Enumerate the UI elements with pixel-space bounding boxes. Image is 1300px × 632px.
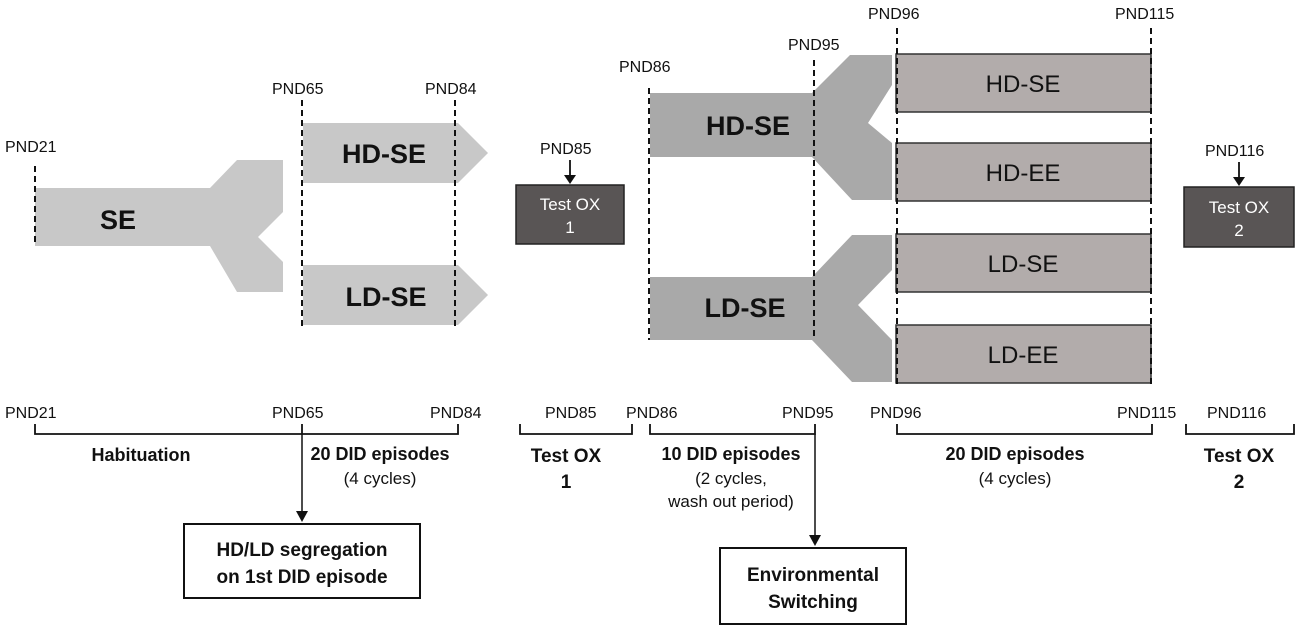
switching-line1: Environmental [747,565,879,586]
test-ox2-line1: Test OX [1209,198,1269,217]
bottom-label-pnd115: PND115 [1117,405,1176,422]
segregation-box [183,523,421,599]
arrowhead-pnd116 [1233,177,1245,186]
habituation-label: Habituation [92,445,191,465]
bottom-label-pnd85: PND85 [545,405,597,422]
bracket-test-ox1 [519,424,633,435]
top-label-pnd85: PND85 [540,141,592,158]
hd-se-arrow-phase1 [303,123,488,183]
phase1-arrows [35,123,488,325]
ld-se-split-arrow [650,235,892,382]
bracket-habituation-did20 [34,424,459,435]
phase2-arrows [650,55,892,382]
bottom-label-pnd116: PND116 [1207,405,1266,422]
cycles4-label-b: (4 cycles) [979,469,1052,488]
hd-se-label-phase1: HD-SE [342,139,426,169]
test-ox1-line2: 1 [565,218,574,237]
hd-se-split-arrow [650,55,892,200]
did20-label-b: 20 DID episodes [945,444,1084,464]
test-ox2-bottom-l1: Test OX [1204,446,1275,467]
group-box-1 [895,53,1152,113]
hd-se-label-phase2: HD-SE [706,111,790,141]
test-ox1-bottom-l1: Test OX [531,446,602,467]
top-label-pnd86: PND86 [619,59,671,76]
switching-line2: Switching [768,592,858,613]
bracket-did10 [649,424,816,435]
arrowhead-pnd85 [564,175,576,184]
switching-pointer-head [809,535,821,546]
did10-label: 10 DID episodes [661,444,800,464]
bottom-timeline: PND21 PND65 PND84 PND85 PND86 PND95 PND9… [5,405,1295,511]
segregation-line1: HD/LD segregation [216,540,387,561]
group-label-hd-ee: HD-EE [986,160,1061,187]
test-ox1-box [515,184,625,245]
segregation-line2: on 1st DID episode [216,567,387,588]
top-label-pnd95: PND95 [788,37,840,54]
test-ox2-line2: 2 [1234,221,1243,240]
group-box-2 [895,142,1152,202]
bottom-label-pnd86: PND86 [626,405,678,422]
group-label-ld-ee: LD-EE [988,342,1059,369]
top-label-pnd65: PND65 [272,81,324,98]
bracket-test-ox2 [1185,424,1295,435]
bottom-label-pnd96: PND96 [870,405,922,422]
se-split-arrow [35,160,283,292]
top-label-pnd115: PND115 [1115,6,1174,23]
ld-se-label-phase1: LD-SE [346,282,427,312]
bottom-label-pnd65: PND65 [272,405,324,422]
top-label-pnd21: PND21 [5,139,57,156]
ld-se-arrow-phase1 [303,265,488,325]
cycles4-label-a: (4 cycles) [344,469,417,488]
test-ox1-line1: Test OX [540,195,600,214]
group-box-4 [895,324,1152,384]
group-label-ld-se: LD-SE [988,251,1059,278]
group-boxes: HD-SE HD-EE LD-SE LD-EE [895,53,1152,384]
top-label-pnd84: PND84 [425,81,477,98]
bracket-did20-phase2 [896,424,1153,435]
segregation-pointer-head [296,511,308,522]
bottom-label-pnd84: PND84 [430,405,482,422]
top-label-pnd116: PND116 [1205,143,1264,160]
se-label: SE [100,205,136,235]
test-ox1-bottom-l2: 1 [561,472,572,493]
washout-label: wash out period) [667,492,794,511]
bottom-label-pnd21: PND21 [5,405,57,422]
group-label-hd-se: HD-SE [986,71,1061,98]
test-ox2-bottom-l2: 2 [1234,472,1245,493]
switching-box [719,547,907,625]
did20-label-a: 20 DID episodes [310,444,449,464]
cycles2-label: (2 cycles, [695,469,767,488]
group-box-3 [895,233,1152,293]
test-ox2-box [1183,186,1295,248]
top-label-pnd96: PND96 [868,6,920,23]
ld-se-label-phase2: LD-SE [705,293,786,323]
bottom-label-pnd95: PND95 [782,405,834,422]
